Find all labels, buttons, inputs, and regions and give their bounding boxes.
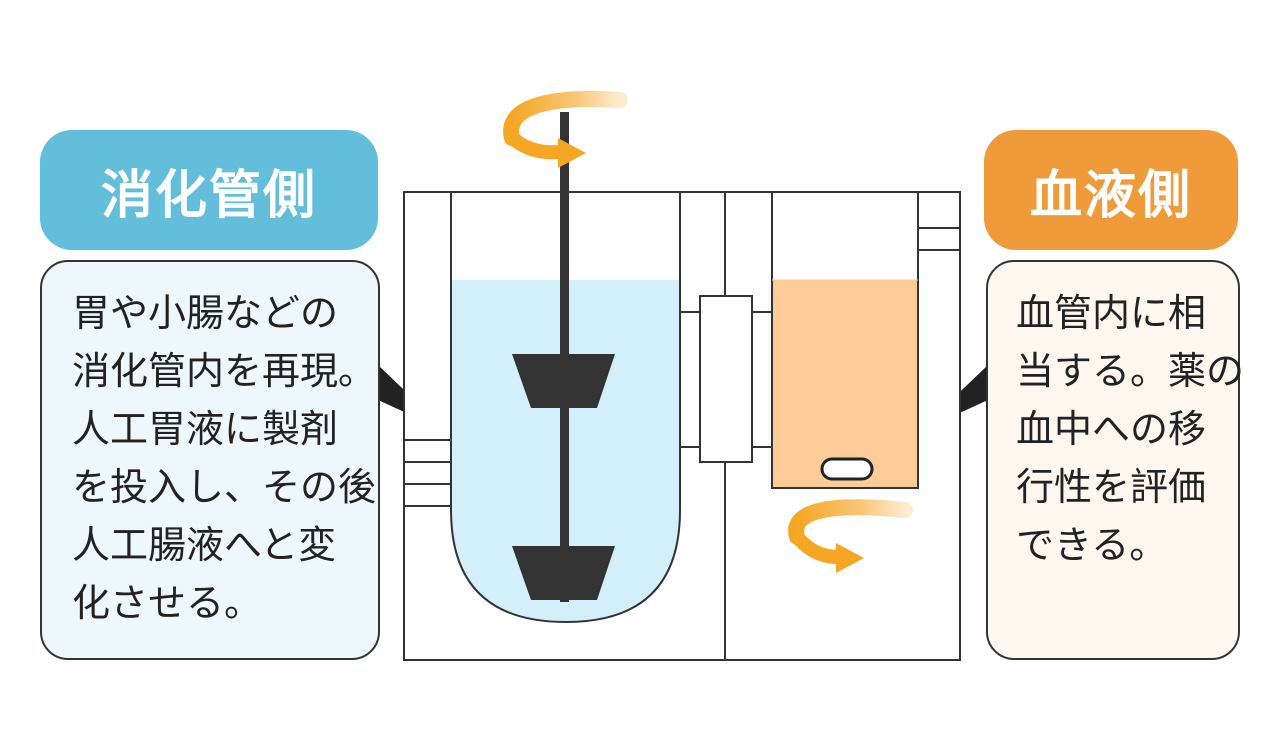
description-line: できる。 [1016, 523, 1168, 567]
digestive-vessel [450, 192, 681, 624]
sampling-port-right [917, 227, 961, 251]
description-line: を投入し、その後 [72, 465, 377, 509]
description-line: 化させる。 [72, 581, 263, 625]
description-line: 人工胃液に製剤 [72, 407, 339, 451]
stir-bar-icon [820, 457, 874, 481]
blood-fluid [773, 280, 917, 487]
description-line: 消化管内を再現。 [72, 349, 377, 393]
description-line: 血中への移 [1016, 407, 1207, 451]
blood-side-label: 血液側 [984, 130, 1238, 250]
digestive-side-label: 消化管側 [40, 130, 378, 250]
description-line: 血管内に相 [1016, 291, 1207, 335]
digestive-side-description: 胃や小腸などの 消化管内を再現。 人工胃液に製剤 を投入し、その後 人工腸液へと… [40, 260, 380, 660]
description-line: 人工腸液へと変 [72, 523, 337, 567]
sampling-port-left [403, 439, 452, 507]
rotation-arrow-icon [503, 91, 628, 168]
stirrer-paddle-icon [512, 354, 615, 408]
description-line: 行性を評価 [1016, 465, 1207, 509]
stirrer-paddle-icon [512, 546, 615, 600]
description-line: 当する。薬の [1016, 349, 1245, 393]
membrane-connector [679, 295, 773, 463]
rotation-arrow-icon [788, 499, 913, 573]
blood-side-description: 血管内に相 当する。薬の 血中への移 行性を評価 できる。 [986, 260, 1245, 660]
description-line: 胃や小腸などの [72, 291, 339, 335]
